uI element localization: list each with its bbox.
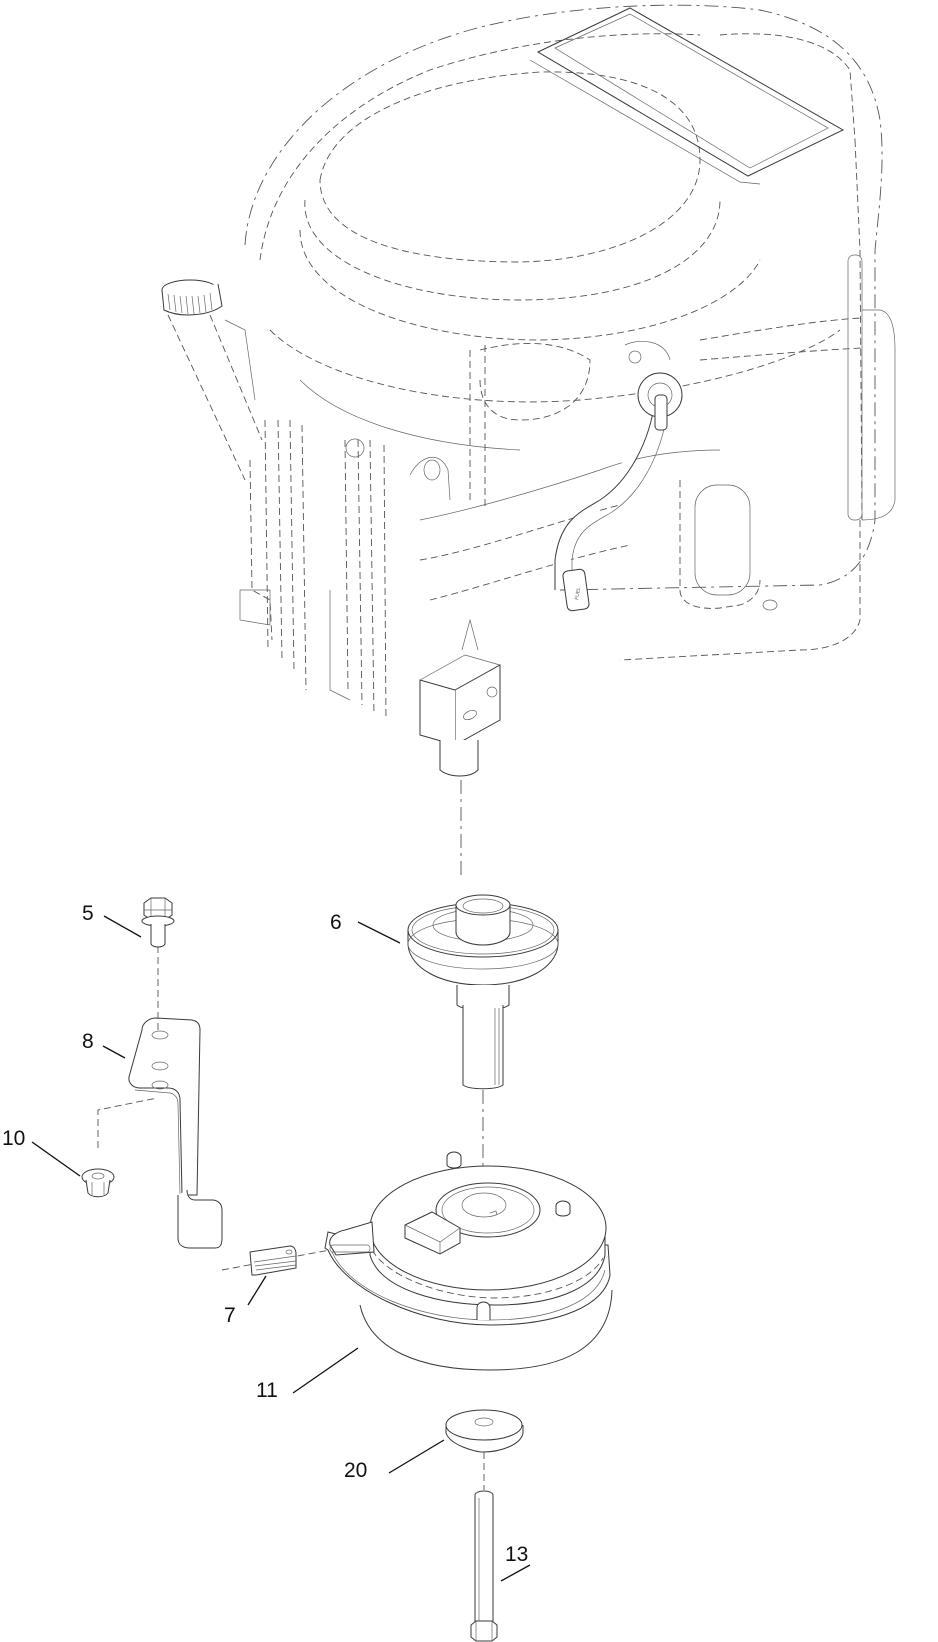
callout-20: 20: [344, 1459, 368, 1482]
part-5-bolt: [141, 897, 175, 948]
nut-10-axis-line: [97, 1097, 158, 1148]
leader-lines: [31, 915, 531, 1582]
callout-13: 13: [505, 1543, 529, 1566]
callout-8: 8: [82, 1030, 94, 1053]
part-8-bracket: [128, 1017, 223, 1249]
oil-fill-cap: [161, 279, 263, 481]
engine-phantom: FUEL: [161, 4, 896, 777]
bumper-axis-line: [221, 1249, 331, 1271]
svg-text:FUEL: FUEL: [574, 587, 582, 601]
callout-5: 5: [82, 902, 94, 925]
callout-7: 7: [224, 1304, 236, 1327]
crankshaft-boss: [419, 618, 501, 777]
part-10-flange-nut: [81, 1168, 115, 1198]
part-7-bumper: [249, 1245, 297, 1276]
callout-10: 10: [2, 1127, 26, 1150]
callout-11: 11: [256, 1379, 278, 1402]
part-20-washer: [445, 1409, 524, 1453]
part-13-bolt: [470, 1490, 498, 1642]
part-11-pto-clutch: [324, 1151, 613, 1371]
engine-cooling-fins: [239, 379, 521, 721]
part-6-pulley: [407, 894, 559, 1090]
callout-6: 6: [330, 911, 342, 934]
